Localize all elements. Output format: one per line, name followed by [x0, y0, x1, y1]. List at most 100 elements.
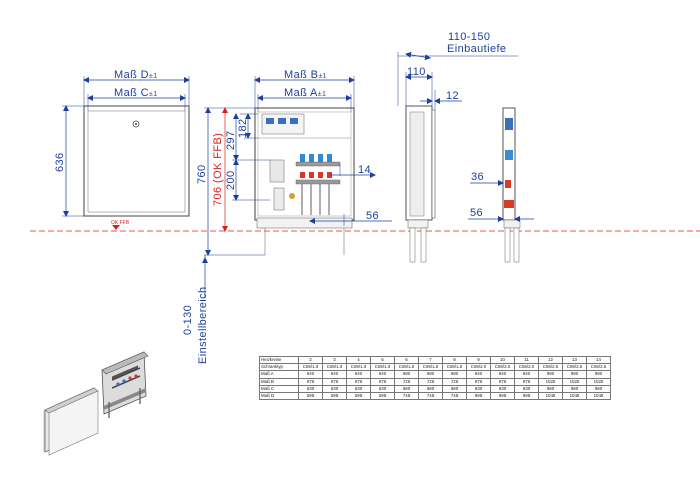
- table-cell: C69/2.0: [514, 363, 539, 372]
- table-cell: 1025: [586, 377, 611, 386]
- table-cell: C69/1.5: [442, 363, 467, 372]
- table-cell: 598: [346, 391, 371, 401]
- table-cell: 8: [442, 355, 467, 365]
- table-cell: C69/1.5: [418, 363, 443, 372]
- manifold-front-view: [254, 107, 355, 255]
- table-cell: 598: [370, 391, 395, 401]
- table-cell: 530: [298, 384, 323, 393]
- table-cell: 530: [322, 384, 347, 393]
- install-depth-label: Einbautiefe: [447, 43, 506, 55]
- mass-b-label: Maß B±1: [284, 69, 327, 81]
- install-depth-range: 110-150: [448, 31, 490, 43]
- table-row-label: Schranktyp: [259, 363, 299, 372]
- manifold-side-view: [502, 107, 521, 263]
- dim-36-label: 36: [471, 171, 484, 183]
- table-cell: 575: [370, 377, 395, 386]
- table-cell: 830: [514, 384, 539, 393]
- dim-182-label: 182: [237, 118, 249, 138]
- mass-a-label: Maß A±1: [284, 87, 326, 99]
- table-cell: 875: [466, 377, 491, 386]
- table-cell: 10: [490, 355, 515, 365]
- depth-110-label: 110: [407, 66, 426, 78]
- table-cell: 540: [322, 370, 347, 379]
- table-cell: C69/1.5: [394, 363, 419, 372]
- ok-ffb-label: OK FFB: [111, 220, 130, 226]
- table-cell: 540: [298, 370, 323, 379]
- table-cell: 530: [346, 384, 371, 393]
- table-cell: 748: [394, 391, 419, 401]
- height-760-label: 760: [196, 164, 208, 184]
- adjustment-range-caption: Einstellbereich: [197, 286, 209, 364]
- height-706-label: 706 (OK FFB): [212, 133, 224, 206]
- table-row-label: Maß B: [259, 377, 299, 386]
- table-cell: 540: [346, 370, 371, 379]
- table-cell: 990: [562, 370, 587, 379]
- table-cell: 3: [322, 355, 347, 365]
- table-cell: C69/2.0: [490, 363, 515, 372]
- table-cell: C69/2.0: [466, 363, 491, 372]
- table-cell: 598: [298, 391, 323, 401]
- table-cell: 680: [442, 384, 467, 393]
- table-cell: 680: [418, 384, 443, 393]
- table-cell: C69/1.0: [298, 363, 323, 372]
- manifold-isometric-illustration: [101, 351, 149, 418]
- table-cell: 5: [370, 355, 395, 365]
- table-cell: 14: [586, 355, 611, 365]
- table-cell: 9: [466, 355, 491, 365]
- table-cell: 990: [538, 370, 563, 379]
- dim-12-label: 12: [446, 90, 459, 102]
- table-cell: 575: [346, 377, 371, 386]
- table-row-label: Maß C: [259, 384, 299, 393]
- table-cell: 725: [394, 377, 419, 386]
- dim-56-side-label: 56: [470, 207, 483, 219]
- table-cell: 680: [394, 384, 419, 393]
- table-cell: 575: [298, 377, 323, 386]
- table-cell: 530: [370, 384, 395, 393]
- table-cell: 1048: [562, 391, 587, 401]
- table-cell: 2: [298, 355, 323, 365]
- table-cell: 6: [394, 355, 419, 365]
- table-cell: 990: [586, 370, 611, 379]
- table-cell: 748: [442, 391, 467, 401]
- table-cell: 830: [490, 384, 515, 393]
- table-cell: C69/2.5: [538, 363, 563, 372]
- table-cell: 840: [514, 370, 539, 379]
- table-cell: C69/1.0: [346, 363, 371, 372]
- dim-200-label: 200: [225, 170, 237, 190]
- cabinet-side-view: [405, 105, 436, 263]
- table-cell: 840: [466, 370, 491, 379]
- table-cell: 1048: [538, 391, 563, 401]
- table-cell: 598: [322, 391, 347, 401]
- table-row-label: Maß A: [259, 370, 299, 379]
- table-cell: 830: [466, 384, 491, 393]
- table-cell: 898: [490, 391, 515, 401]
- table-cell: C69/1.0: [370, 363, 395, 372]
- table-cell: 575: [322, 377, 347, 386]
- dim-297-label: 297: [225, 130, 237, 150]
- table-cell: 980: [538, 384, 563, 393]
- mass-d-label: Maß D±1: [114, 69, 158, 81]
- table-row-label: Heizkreise: [259, 355, 299, 365]
- cabinet-front-view: [83, 105, 190, 230]
- table-cell: 875: [514, 377, 539, 386]
- table-cell: C69/2.5: [562, 363, 587, 372]
- mass-c-label: Maß C±1: [114, 87, 158, 99]
- table-cell: 13: [562, 355, 587, 365]
- dim-14-label: 14: [358, 164, 371, 176]
- table-row-label: Maß D: [259, 391, 299, 401]
- table-cell: 725: [418, 377, 443, 386]
- table-cell: 725: [442, 377, 467, 386]
- table-cell: 1025: [538, 377, 563, 386]
- table-cell: 898: [466, 391, 491, 401]
- table-cell: 875: [490, 377, 515, 386]
- cabinet-isometric-illustration: [43, 387, 99, 456]
- table-cell: C69/2.5: [586, 363, 611, 372]
- table-cell: 4: [346, 355, 371, 365]
- table-cell: 690: [418, 370, 443, 379]
